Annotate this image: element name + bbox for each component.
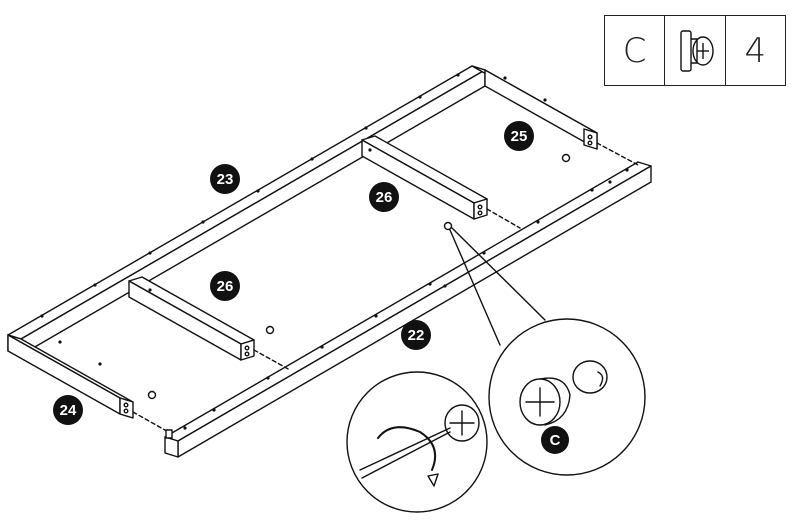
- parts-needed-box: C 4: [604, 15, 786, 86]
- rail-holes: [40, 73, 629, 430]
- part-label-22: 22: [401, 320, 431, 350]
- callout-lines: [449, 227, 546, 346]
- part-letter: C: [605, 16, 666, 85]
- detail-circle-turn: [346, 371, 488, 513]
- part-label-26-lower: 26: [210, 271, 240, 301]
- part-label-25: 25: [504, 121, 534, 151]
- part-label-24: 24: [53, 395, 83, 425]
- part-label-23: 23: [210, 164, 240, 194]
- part-quantity: 4: [744, 30, 767, 71]
- part-label-c: C: [541, 426, 569, 454]
- rail-25: [471, 65, 598, 150]
- part-label-26-upper: 26: [369, 182, 399, 212]
- rail-26-lower: [128, 276, 255, 361]
- rail-22: [164, 161, 652, 458]
- cam-locks: [132, 142, 641, 439]
- rail-26-upper: [361, 135, 488, 220]
- detail-circle-cam: [488, 318, 646, 476]
- cam-lock-icon: [665, 16, 726, 85]
- rail-24: [7, 334, 134, 419]
